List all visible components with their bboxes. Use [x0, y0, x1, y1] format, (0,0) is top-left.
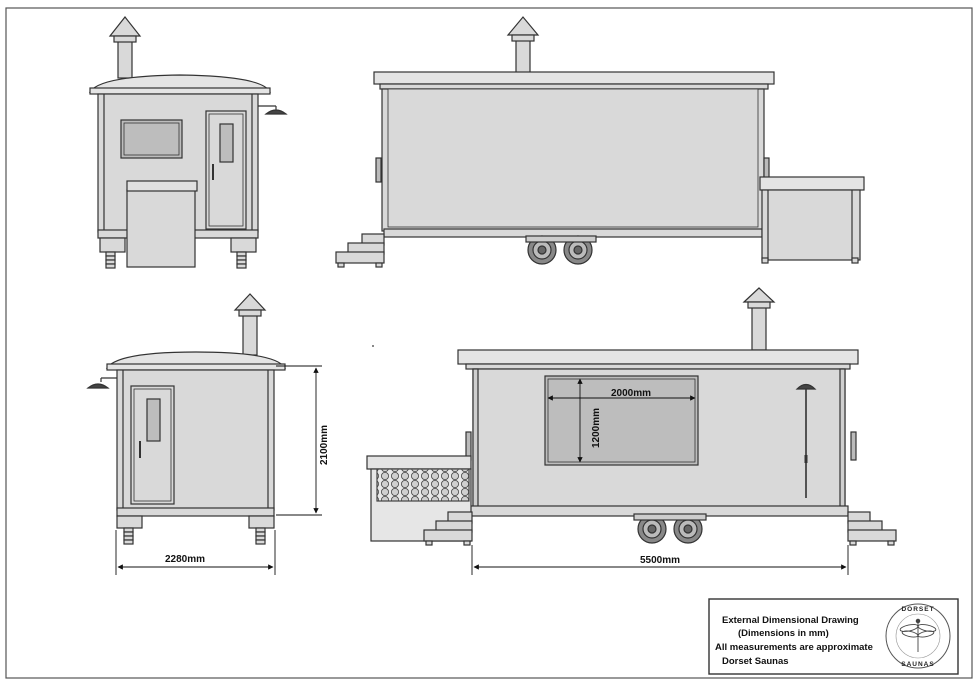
dim-window-width-label: 2000mm — [611, 388, 651, 399]
dim-window-height-label: 1200mm — [591, 408, 602, 448]
chimney — [242, 314, 258, 356]
title-line-2: (Dimensions in mm) — [738, 628, 829, 639]
flat-roof — [457, 349, 859, 365]
dorset-saunas-logo: DORSET SAUNAS — [885, 603, 951, 669]
title-block: External Dimensional Drawing (Dimensions… — [708, 598, 959, 675]
front-end-view — [88, 16, 288, 269]
flat-roof — [373, 71, 775, 85]
side-view — [335, 16, 865, 268]
title-line-4: Dorset Saunas — [722, 656, 789, 667]
dim-length-label: 5500mm — [640, 555, 680, 566]
title-line-1: External Dimensional Drawing — [722, 615, 859, 626]
wood-store — [759, 176, 865, 191]
side-window — [120, 119, 183, 159]
shower-head — [258, 105, 288, 115]
chimney — [515, 39, 531, 74]
drawing-mark — [372, 345, 374, 347]
panoramic-window — [544, 375, 699, 466]
title-line-3: All measurements are approximate — [715, 642, 873, 653]
logo-bottom-text: SAUNAS — [901, 661, 934, 668]
rear-end-view — [86, 293, 287, 545]
trailer-wheels — [525, 235, 597, 265]
side-view-window — [366, 287, 897, 546]
entry-steps — [335, 233, 385, 268]
dragonfly-icon — [899, 618, 937, 652]
entry-steps — [423, 511, 473, 546]
dim-height-label: 2100mm — [319, 425, 330, 465]
wood-store — [366, 455, 472, 470]
dim-width-label: 2280mm — [165, 554, 205, 565]
trailer-wheels — [633, 513, 707, 544]
dimension-lines-rear — [115, 365, 322, 575]
outdoor-shower — [795, 383, 817, 498]
shower-head — [86, 377, 117, 389]
dimension-lines-side — [471, 378, 849, 575]
chimney — [117, 39, 133, 79]
logo-top-text: DORSET — [901, 606, 934, 613]
chimney — [751, 305, 767, 351]
entry-steps — [126, 189, 196, 268]
rear-steps — [847, 511, 897, 546]
